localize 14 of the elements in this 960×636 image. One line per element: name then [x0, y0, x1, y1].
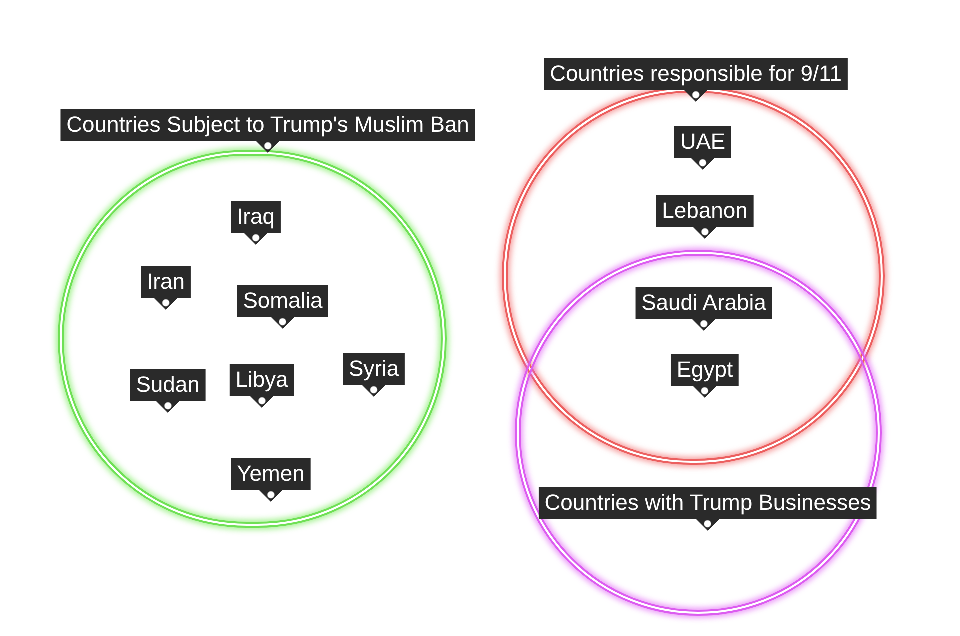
country-tag: Iraq [231, 201, 281, 245]
country-tag: Lebanon [656, 195, 754, 239]
country-tag: Syria [342, 353, 406, 397]
country-tag: Saudi Arabia [636, 287, 772, 331]
country-tag: Egypt [670, 354, 740, 398]
heading-tag: Countries responsible for 9/11 [544, 58, 848, 102]
country-tag: Libya [230, 364, 294, 408]
country-tag: UAE [674, 126, 732, 170]
country-tag: Sudan [130, 369, 206, 413]
country-tag: Yemen [231, 458, 311, 502]
heading-tag: Countries Subject to Trump's Muslim Ban [60, 109, 476, 153]
country-tag: Somalia [237, 285, 329, 329]
heading-tag: Countries with Trump Businesses [538, 487, 878, 531]
country-tag: Iran [141, 266, 191, 310]
